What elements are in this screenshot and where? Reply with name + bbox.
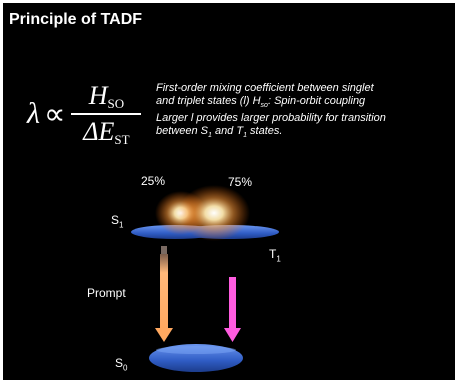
- s1-label-sub: 1: [119, 220, 124, 230]
- desc-line-4b: and T: [211, 124, 244, 137]
- desc-line-4c: states.: [246, 124, 283, 137]
- s1-label-main: S: [111, 213, 120, 227]
- numerator-subscript: SO: [107, 96, 125, 111]
- prompt-arrow-head: [155, 328, 173, 342]
- s0-disc-highlight: [156, 346, 236, 354]
- desc-line-2b: : Spin-orbit coupling: [267, 94, 366, 107]
- formula-proportional-symbol: ∝: [44, 97, 66, 131]
- prompt-label: Prompt: [87, 286, 126, 300]
- desc-line-3: Larger l provides larger probability for…: [156, 112, 386, 125]
- desc-line-4: between S1 and T1 states.: [156, 125, 406, 143]
- t1-label: T1: [269, 247, 281, 263]
- formula-lambda: λ: [27, 97, 40, 130]
- denominator-subscript: ST: [114, 132, 130, 147]
- prompt-arrow-shaft: [160, 254, 168, 329]
- energy-level-diagram: [131, 185, 279, 372]
- s0-label: S0: [115, 356, 127, 372]
- t1-label-sub: 1: [276, 254, 281, 264]
- triplet-exciton-glow: [178, 185, 250, 241]
- fraction-bar: [71, 113, 142, 115]
- delayed-arrow-head: [224, 328, 241, 342]
- triplet-percent-label: 75%: [228, 175, 253, 189]
- denominator-symbol: ΔE: [83, 117, 115, 146]
- desc-line-4a: between S: [156, 124, 208, 137]
- singlet-percent-label: 25%: [141, 174, 166, 188]
- desc-line-2: and triplet states (l) Hso: Spin-orbit c…: [156, 95, 406, 113]
- s0-label-sub: 0: [123, 363, 128, 373]
- t1-label-main: T: [269, 247, 277, 261]
- s1-label: S1: [111, 213, 123, 229]
- slide-title: Principle of TADF: [9, 11, 143, 28]
- delayed-arrow-shaft: [229, 277, 236, 329]
- s0-label-main: S: [115, 356, 124, 370]
- desc-line-2-sub: so: [260, 101, 268, 109]
- formula-description: First-order mixing coefficient between s…: [156, 82, 406, 142]
- desc-line-1: First-order mixing coefficient between s…: [156, 82, 374, 94]
- desc-line-2a: and triplet states (l) H: [156, 94, 261, 107]
- desc-line-4-sub1: 1: [207, 131, 212, 139]
- numerator-symbol: H: [88, 81, 108, 110]
- desc-line-4-sub2: 1: [243, 131, 247, 139]
- prompt-arrow-tail: [161, 246, 167, 254]
